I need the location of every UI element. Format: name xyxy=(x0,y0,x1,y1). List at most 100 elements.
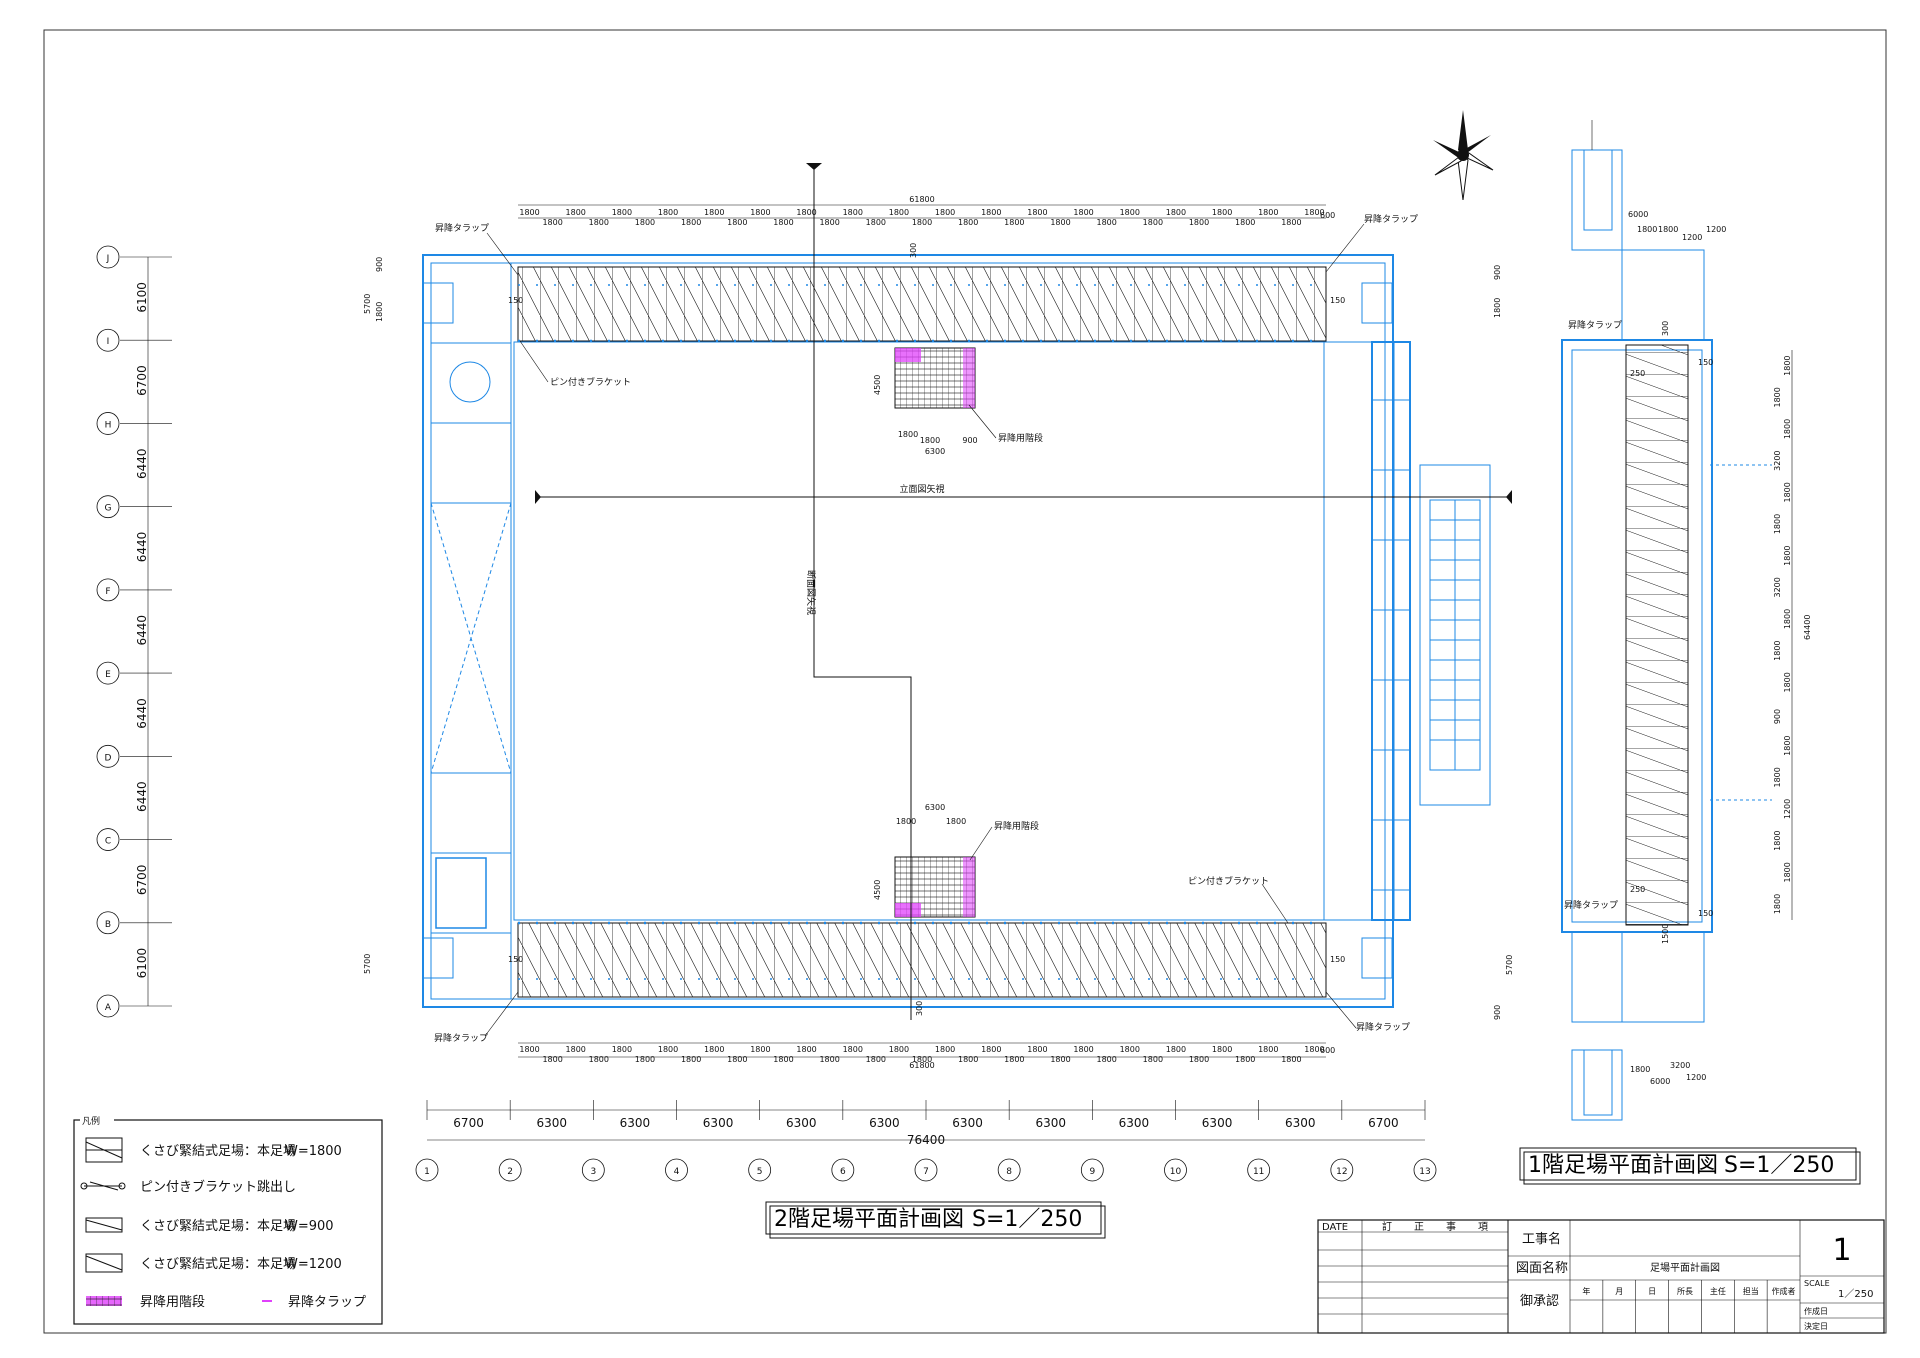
col-grid-bubble xyxy=(581,1158,605,1182)
col-grid-bubble xyxy=(997,1158,1021,1182)
col-grid-bubble xyxy=(665,1158,688,1182)
col-span-dim: 6700 xyxy=(453,1116,484,1130)
row-span-dim: 6440 xyxy=(135,532,149,563)
plan1-right-dim: 1800 xyxy=(1783,482,1792,502)
span-dim-label: 1800 xyxy=(1027,1045,1047,1054)
stair-dim: 1800 xyxy=(946,817,966,826)
col-grid-bubble xyxy=(831,1158,855,1182)
tb-drawing-label: 図面名称 xyxy=(1516,1260,1568,1276)
span-dim-label: 1800 xyxy=(796,1045,816,1054)
span-dim-label: 1800 xyxy=(866,218,886,227)
small-dim: 300 xyxy=(915,1001,924,1016)
span-dim-label: 1800 xyxy=(981,208,1001,217)
col-grid-label: 8 xyxy=(1006,1167,1012,1177)
plan2-title: 2階足場平面計画図 xyxy=(774,1207,964,1232)
col-grid-label: 9 xyxy=(1089,1167,1095,1177)
small-dim: 900 xyxy=(1493,265,1502,280)
span-dim-label: 1800 xyxy=(1212,208,1232,217)
span-dim-label: 1800 xyxy=(612,1045,632,1054)
span-dim-label: 1800 xyxy=(519,1045,539,1054)
plan1-top-dim: 1800 xyxy=(1658,225,1678,234)
small-dim: 250 xyxy=(1630,369,1645,378)
span-dim-label: 1800 xyxy=(658,208,678,217)
tb-date: DATE xyxy=(1322,1222,1348,1233)
span-dim-label: 1800 xyxy=(1073,1045,1093,1054)
plan1-right-dim: 1200 xyxy=(1783,799,1792,819)
col-grid-bubble xyxy=(1164,1158,1187,1182)
row-span-dim: 6440 xyxy=(135,781,149,812)
span-dim-label: 1800 xyxy=(1073,208,1093,217)
row-grid-label: G xyxy=(105,504,112,514)
col-span-dim: 6300 xyxy=(620,1116,651,1130)
col-span-dim: 6300 xyxy=(1119,1116,1150,1130)
row-span-dim: 6100 xyxy=(135,282,149,313)
span-dim-label: 1800 xyxy=(889,1045,909,1054)
plan1-top-dim: 6000 xyxy=(1628,210,1648,219)
span-dim-label: 1800 xyxy=(773,1055,793,1064)
span-dim-label: 1800 xyxy=(566,1045,586,1054)
span-dim-label: 1800 xyxy=(1212,1045,1232,1054)
plan1-right-dim: 1800 xyxy=(1773,830,1782,850)
span-dim-label: 1800 xyxy=(566,208,586,217)
span-dim-label: 1800 xyxy=(773,218,793,227)
legend-item-1-value: W=1800 xyxy=(285,1144,342,1159)
label-lift-tl: 昇降タラップ xyxy=(435,222,489,234)
plan1-right-dim: 1800 xyxy=(1773,514,1782,534)
span-dim-label: 1800 xyxy=(704,1045,724,1054)
label-lift-bl: 昇降タラップ xyxy=(434,1032,488,1044)
sheet-border xyxy=(43,29,1887,1334)
tb-approval-col: 担当 xyxy=(1743,1286,1759,1296)
stair-tower-bottom xyxy=(894,856,976,918)
left-wing xyxy=(430,262,512,1000)
col-grid-label: 13 xyxy=(1419,1167,1430,1177)
span-dim-label: 1800 xyxy=(589,218,609,227)
row-grid-label: E xyxy=(105,670,111,680)
col-span-dim: 6300 xyxy=(952,1116,983,1130)
row-span-dim: 6440 xyxy=(135,615,149,646)
col-grid-bubble xyxy=(498,1158,522,1182)
row-grid-label: A xyxy=(105,1003,112,1013)
tb-rev: 項 xyxy=(1478,1221,1488,1233)
tb-approval-label: 御承認 xyxy=(1520,1293,1559,1309)
stair-dim: 6300 xyxy=(925,803,945,812)
span-dim-label: 1800 xyxy=(1258,1045,1278,1054)
span-dim-label: 1800 xyxy=(912,1055,932,1064)
north-arrow-icon xyxy=(1433,110,1494,201)
plan1-right-dim: 3200 xyxy=(1773,450,1782,470)
span-dim-label: 1800 xyxy=(843,1045,863,1054)
small-dim: 150 xyxy=(508,955,523,964)
legend-item-2-label: ピン付きブラケット跳出し xyxy=(140,1179,296,1195)
small-dim: 300 xyxy=(909,243,918,258)
legend-item-5-label: 昇降用階段 xyxy=(140,1295,205,1310)
col-grid-label: 6 xyxy=(840,1167,846,1177)
row-grid-bubble xyxy=(96,412,120,435)
span-dim-label: 1800 xyxy=(1189,218,1209,227)
plan1-right-dim: 1800 xyxy=(1783,355,1792,375)
legend-tarap-label: 昇降タラップ xyxy=(288,1295,366,1310)
col-grid-label: 11 xyxy=(1253,1167,1264,1177)
plan1-right-dim: 1800 xyxy=(1773,387,1782,407)
label-section-view: 断面図矢視 xyxy=(805,570,817,615)
span-dim-label: 1800 xyxy=(935,208,955,217)
tb-sheet-no: 1 xyxy=(1832,1233,1851,1268)
plan1-bottom-dim: 1200 xyxy=(1686,1073,1706,1082)
row-grid-bubble xyxy=(96,328,120,352)
plan1-right-dim: 1800 xyxy=(1773,894,1782,914)
stair-dim: 1800 xyxy=(898,430,918,439)
legend-item-3-value: W=900 xyxy=(285,1219,334,1234)
legend-title: 凡例 xyxy=(82,1115,100,1127)
scaffold-1f xyxy=(1625,344,1689,926)
span-dim-label: 1800 xyxy=(819,1055,839,1064)
small-dim: 1500 xyxy=(1661,924,1670,944)
span-dim-label: 1800 xyxy=(1143,1055,1163,1064)
small-dim: 150 xyxy=(508,296,523,305)
span-dim-label: 1800 xyxy=(1097,218,1117,227)
tb-decided-label: 決定日 xyxy=(1804,1321,1828,1331)
plan1-right-dim: 1800 xyxy=(1783,609,1792,629)
tb-approval-col: 所長 xyxy=(1677,1286,1693,1296)
small-dim: 150 xyxy=(1330,296,1345,305)
external-stair xyxy=(1419,464,1491,806)
span-dim-label: 1800 xyxy=(519,208,539,217)
small-dim: 900 xyxy=(375,257,384,272)
